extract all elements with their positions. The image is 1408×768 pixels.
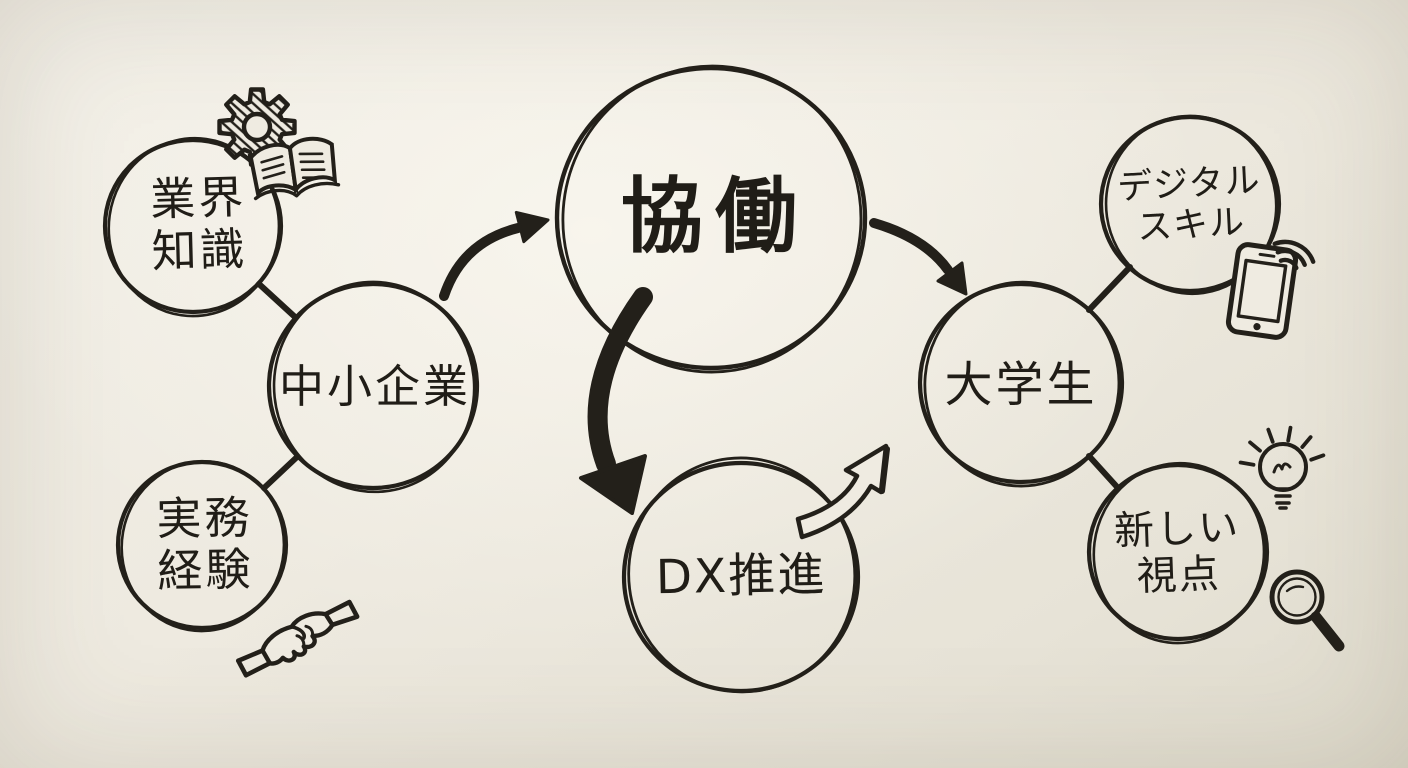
- node-new-perspective-circle: [1086, 461, 1270, 645]
- node-university-student-label: 大学生: [944, 357, 1098, 414]
- node-new-perspective-label: 新しい 視点: [1113, 504, 1242, 601]
- node-university-student-circle: [917, 280, 1125, 488]
- label-line: デジタル: [1116, 160, 1262, 209]
- smartphone-icon: [1225, 242, 1299, 340]
- lightbulb-icon: [1238, 425, 1326, 510]
- connector-new-perspective-student: [1086, 453, 1121, 491]
- label-line: 実務: [156, 490, 253, 546]
- magnifying-glass-icon: [1269, 569, 1345, 652]
- handshake-icon: [235, 599, 360, 678]
- label-line: 業界: [149, 170, 247, 227]
- label-line: 大学生: [944, 357, 1098, 414]
- connector-industry-knowledge-sme: [256, 281, 298, 320]
- label-line: 知識: [150, 222, 249, 279]
- node-collaboration-circle: [554, 64, 868, 374]
- arrow-collaboration-to-student: [869, 218, 968, 296]
- arrow-collaboration-to-dx: [579, 287, 653, 515]
- node-dx-promotion-label: DX推進: [655, 547, 827, 606]
- label-line: 新しい: [1113, 504, 1241, 555]
- label-line: 経験: [156, 543, 254, 598]
- connector-digital-skills-student: [1086, 264, 1133, 313]
- node-sme-circle: [266, 280, 480, 494]
- label-line: 協働: [620, 169, 810, 265]
- node-dx-promotion-circle: [621, 456, 861, 694]
- node-digital-skills-circle: [1098, 114, 1282, 296]
- node-practical-experience-label: 実務 経験: [156, 490, 254, 598]
- label-line: 中小企業: [278, 359, 472, 413]
- node-industry-knowledge-circle: [102, 136, 284, 318]
- node-digital-skills-label: デジタル スキル: [1116, 161, 1263, 250]
- label-line: スキル: [1136, 202, 1247, 248]
- arrow-sme-to-collaboration: [439, 210, 550, 301]
- node-sme-label: 中小企業: [278, 359, 472, 413]
- node-practical-experience-circle: [115, 459, 289, 633]
- node-industry-knowledge-label: 業界 知識: [149, 170, 249, 279]
- node-collaboration-label: 協働: [609, 169, 809, 264]
- wifi-waves-icon: [1272, 239, 1316, 271]
- arrow-dx-outcome: [795, 443, 890, 540]
- open-book-icon: [248, 136, 341, 201]
- connector-practical-experience-sme: [261, 454, 300, 491]
- label-line: DX推進: [655, 547, 827, 606]
- label-line: 視点: [1136, 551, 1222, 601]
